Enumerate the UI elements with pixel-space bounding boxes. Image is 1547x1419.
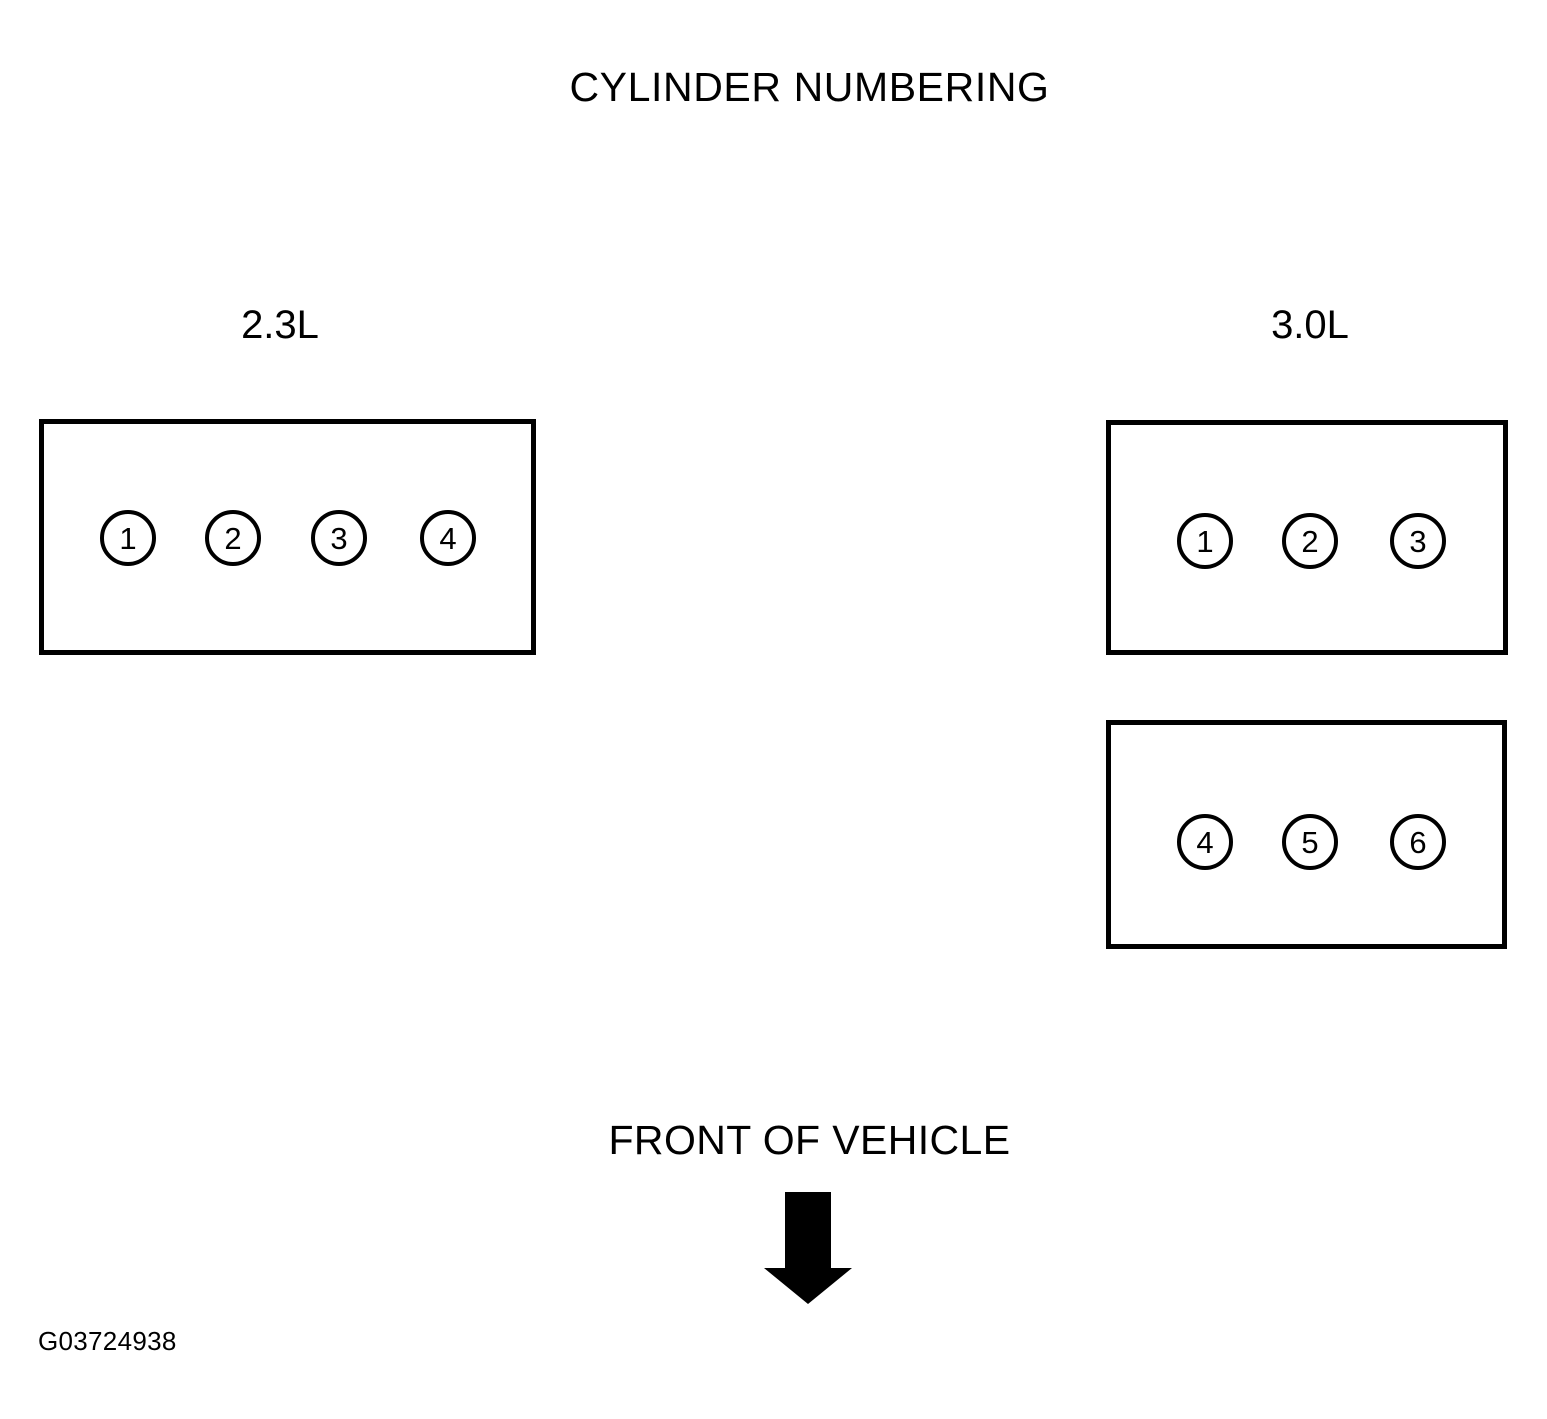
- cylinder-number-label: 2: [1301, 523, 1319, 559]
- cylinder-circle-1: 1: [1177, 513, 1233, 569]
- cylinder-circle-5: 5: [1282, 814, 1338, 870]
- cylinder-number-label: 3: [1409, 523, 1427, 559]
- cylinder-circle-1: 1: [100, 510, 156, 566]
- figure-id: G03724938: [38, 1326, 177, 1356]
- cylinder-circle-4: 4: [1177, 814, 1233, 870]
- front-of-vehicle-label: FRONT OF VEHICLE: [608, 1117, 1011, 1163]
- cylinder-number-label: 5: [1301, 824, 1319, 860]
- cylinder-block-3-0l-front-bank: 4 5 6: [1106, 720, 1507, 949]
- cylinder-number-label: 2: [224, 520, 242, 556]
- cylinder-circle-2: 2: [205, 510, 261, 566]
- engine-label-2-3l: 2.3L: [241, 303, 319, 347]
- cylinder-circle-3: 3: [1390, 513, 1446, 569]
- front-of-vehicle-arrow-down-icon: [764, 1192, 852, 1304]
- page-title: CYLINDER NUMBERING: [569, 64, 1050, 110]
- cylinder-number-label: 1: [119, 520, 137, 556]
- cylinder-block-3-0l-rear-bank: 1 2 3: [1106, 420, 1508, 655]
- cylinder-circle-6: 6: [1390, 814, 1446, 870]
- cylinder-number-label: 4: [1196, 824, 1214, 860]
- cylinder-number-label: 6: [1409, 824, 1427, 860]
- cylinder-circle-2: 2: [1282, 513, 1338, 569]
- cylinder-circle-4: 4: [420, 510, 476, 566]
- cylinder-block-2-3l: 1 2 3 4: [39, 419, 536, 655]
- engine-label-3-0l: 3.0L: [1271, 303, 1349, 347]
- cylinder-circle-3: 3: [311, 510, 367, 566]
- cylinder-number-label: 1: [1196, 523, 1214, 559]
- cylinder-number-label: 4: [439, 520, 457, 556]
- cylinder-number-label: 3: [330, 520, 348, 556]
